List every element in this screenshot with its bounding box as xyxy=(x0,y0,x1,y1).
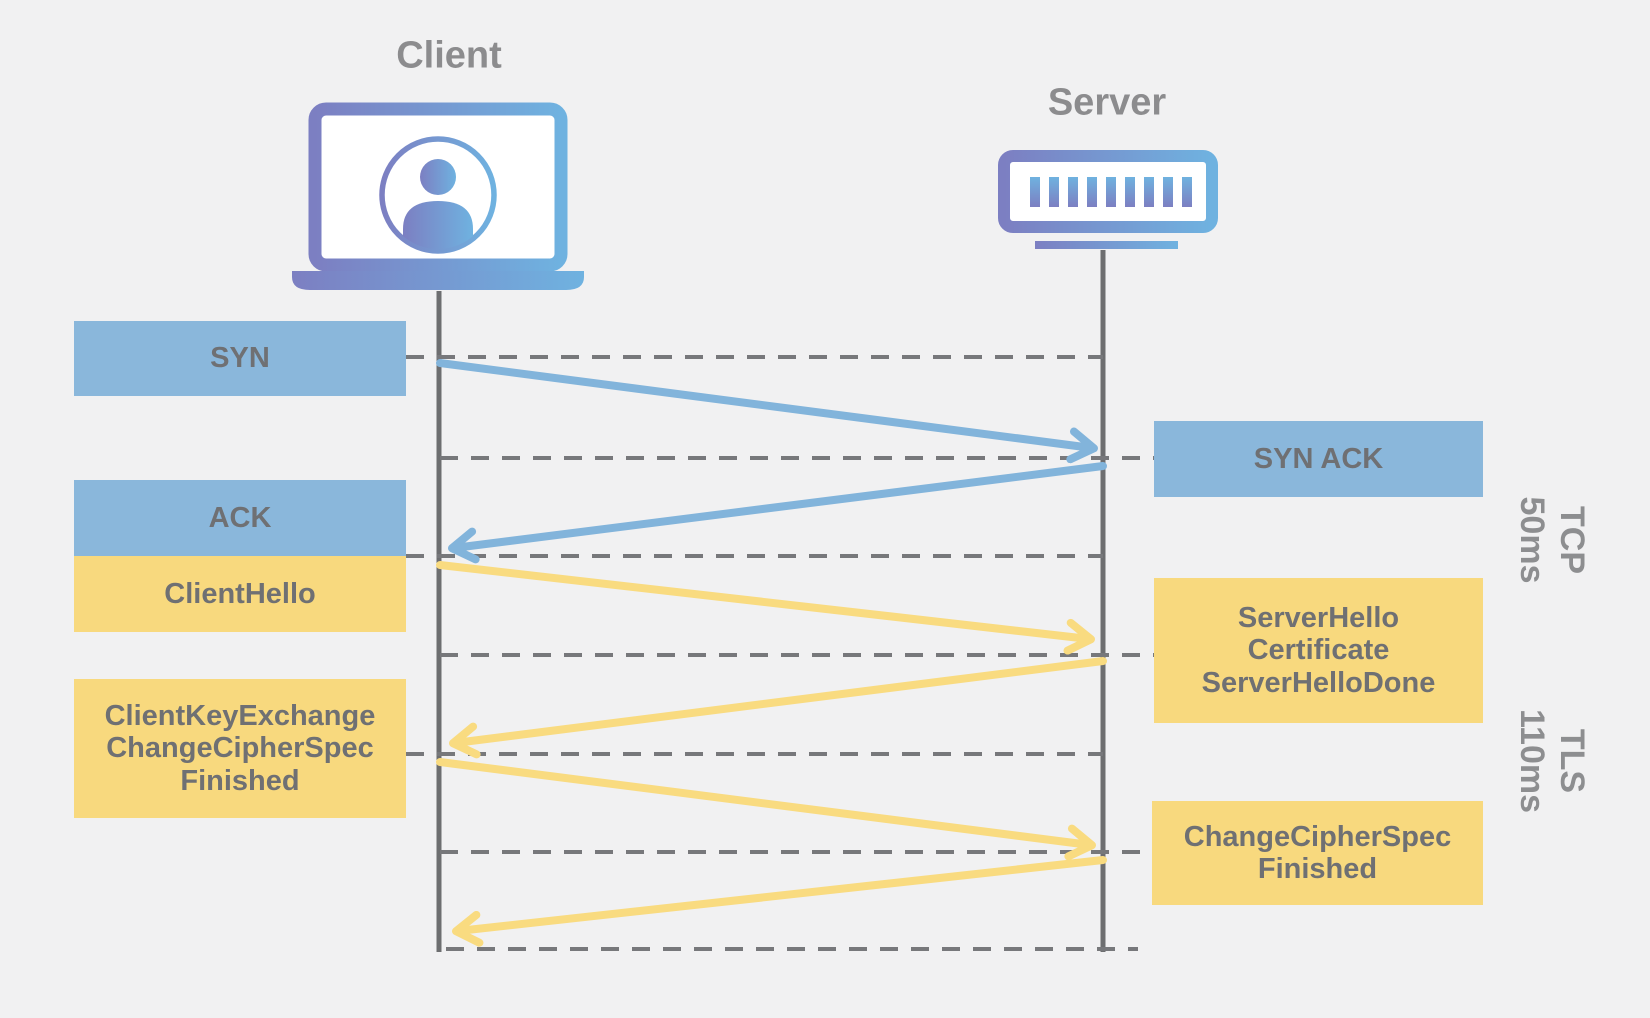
message-box-server-hello: ServerHello Certificate ServerHelloDone xyxy=(1154,578,1483,723)
message-box-client-hello: ClientHello xyxy=(74,556,406,632)
message-box-ack: ACK xyxy=(74,480,406,556)
phase-label-tls-110ms: TLS 110ms xyxy=(1513,709,1592,813)
phase-label-tcp-50ms: TCP 50ms xyxy=(1513,496,1592,584)
message-box-change-cipher-spec: ChangeCipherSpec Finished xyxy=(1152,801,1483,905)
actor-title-client: Client xyxy=(396,34,502,77)
message-box-syn: SYN xyxy=(74,321,406,396)
actor-title-server: Server xyxy=(1047,81,1167,124)
message-box-client-key-exchange: ClientKeyExchange ChangeCipherSpec Finis… xyxy=(74,679,406,818)
message-box-syn-ack: SYN ACK xyxy=(1154,421,1483,497)
